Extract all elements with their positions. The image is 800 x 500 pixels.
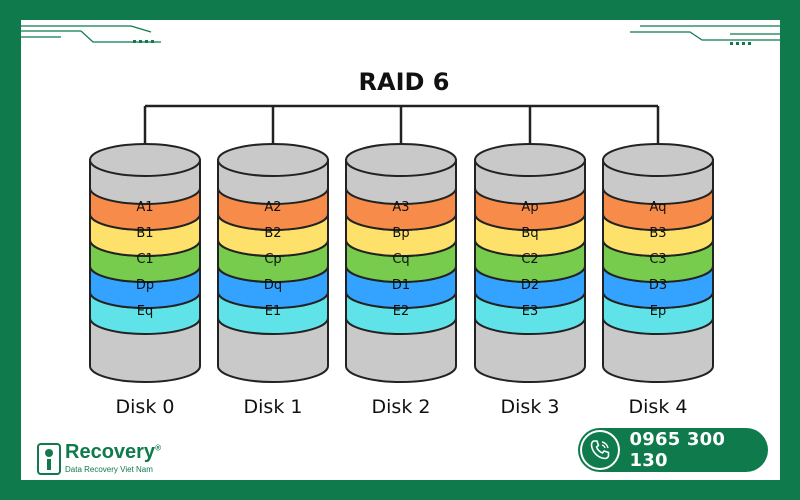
disk-label: Disk 0	[116, 396, 175, 418]
circuit-decoration-right	[630, 25, 780, 45]
block-label: Bp	[392, 226, 409, 241]
brand-tagline: Data Recovery Viet Nam	[65, 465, 153, 474]
block-label: A3	[392, 200, 409, 215]
disk-top	[474, 143, 586, 177]
block-label: E1	[265, 304, 282, 319]
disk-label: Disk 4	[629, 396, 688, 418]
disk-block	[602, 187, 714, 231]
disk-top	[602, 143, 714, 177]
block-label: E2	[393, 304, 410, 319]
disk-block	[89, 187, 201, 231]
phone-number[interactable]: 0965 300 130	[629, 429, 726, 471]
block-label: Aq	[650, 200, 667, 215]
phone-icon-circle	[580, 430, 620, 470]
disk-top	[217, 143, 329, 177]
phone-icon	[590, 440, 610, 460]
disk-top	[89, 143, 201, 177]
block-label: C3	[649, 252, 666, 267]
brand-name: Recovery®	[65, 441, 161, 463]
circuit-decoration-left	[21, 25, 161, 43]
disk-label: Disk 3	[501, 396, 560, 418]
block-label: Cp	[264, 252, 281, 267]
block-label: D1	[392, 278, 410, 293]
phone-badge[interactable]: 0965 300 130	[578, 428, 768, 472]
diagram-title: RAID 6	[359, 68, 450, 96]
block-label: D3	[649, 278, 667, 293]
disk-label: Disk 2	[372, 396, 431, 418]
disk-block	[345, 187, 457, 231]
block-label: C2	[521, 252, 538, 267]
block-label: Ap	[521, 200, 538, 215]
block-label: A1	[136, 200, 153, 215]
disk-block	[217, 187, 329, 231]
disk-label: Disk 1	[244, 396, 303, 418]
block-label: A2	[264, 200, 281, 215]
disk-block	[474, 187, 586, 231]
brand-logo: Recovery® Data Recovery Viet Nam	[21, 437, 201, 480]
block-label: C1	[136, 252, 153, 267]
block-label: Dp	[136, 278, 154, 293]
block-label: D2	[521, 278, 539, 293]
block-label: B3	[649, 226, 666, 241]
block-label: Eq	[137, 304, 153, 319]
block-label: B2	[264, 226, 281, 241]
block-label: Ep	[650, 304, 666, 319]
block-label: B1	[136, 226, 153, 241]
block-label: Dq	[264, 278, 282, 293]
brand-logo-icon	[37, 443, 61, 475]
bus-connector	[143, 104, 660, 146]
disk-top	[345, 143, 457, 177]
block-label: Bq	[521, 226, 538, 241]
block-label: E3	[522, 304, 539, 319]
block-label: Cq	[392, 252, 409, 267]
